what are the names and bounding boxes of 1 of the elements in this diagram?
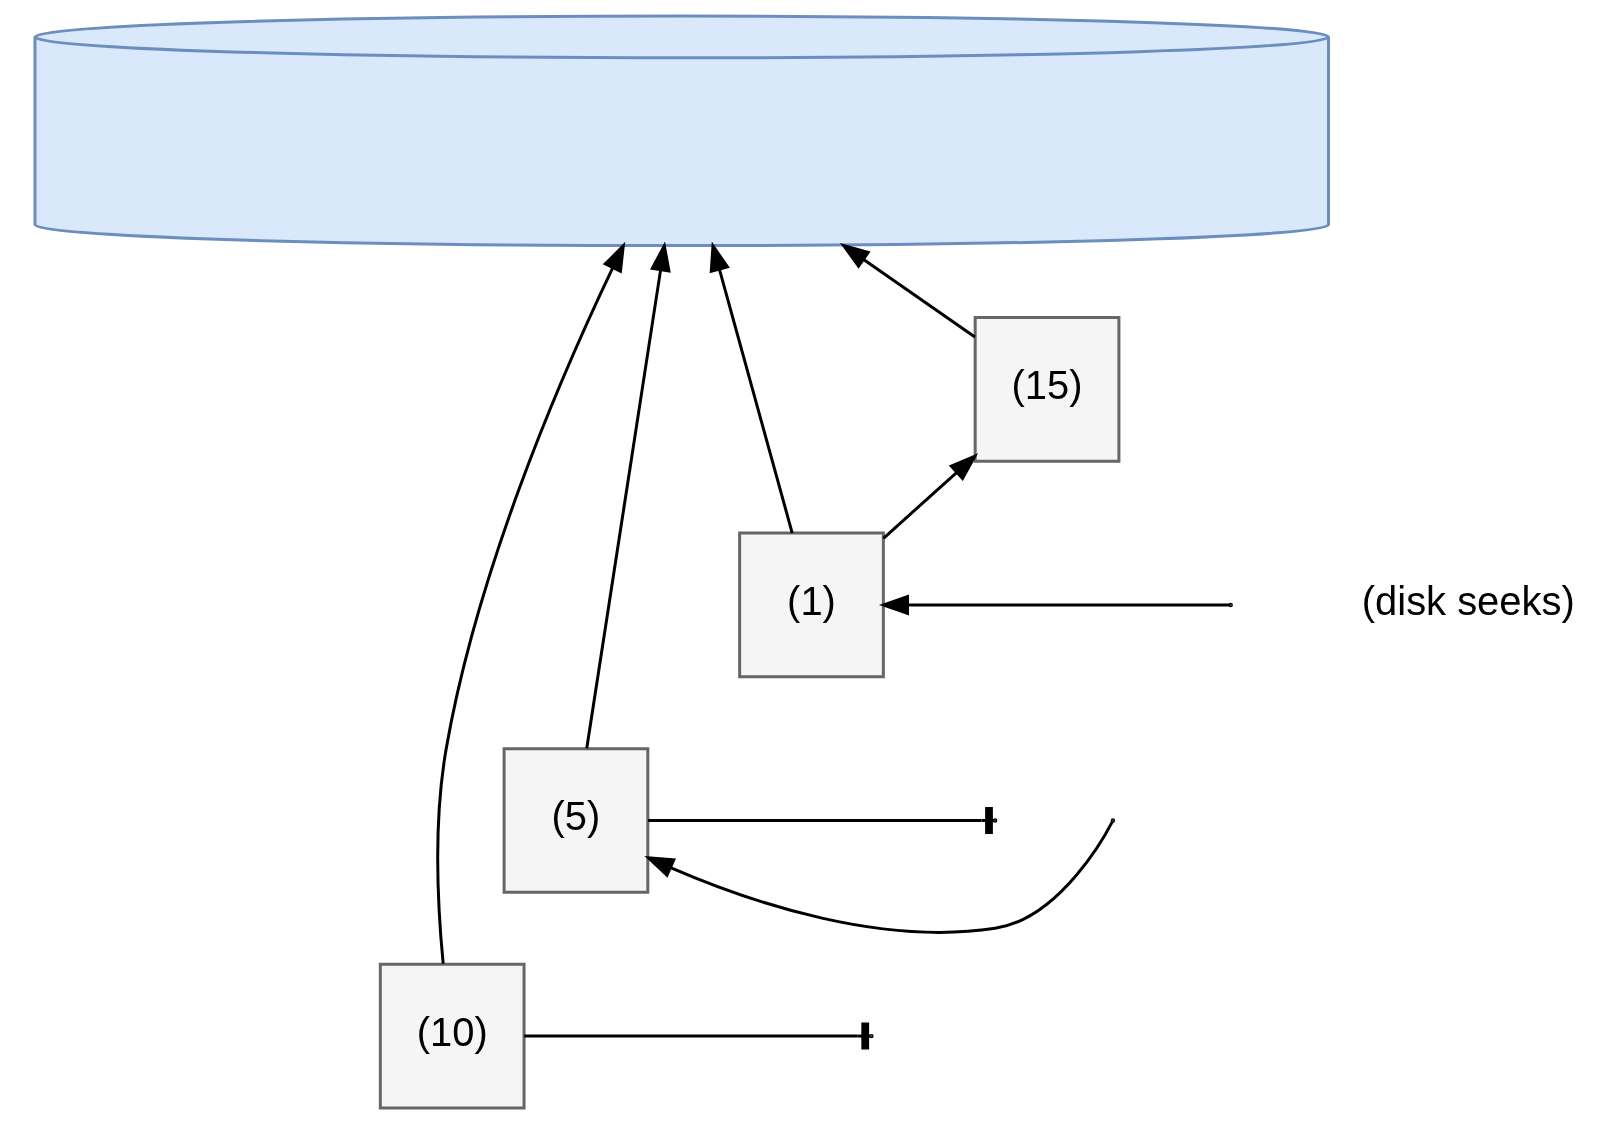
label: (disk seeks)	[1361, 578, 1575, 623]
